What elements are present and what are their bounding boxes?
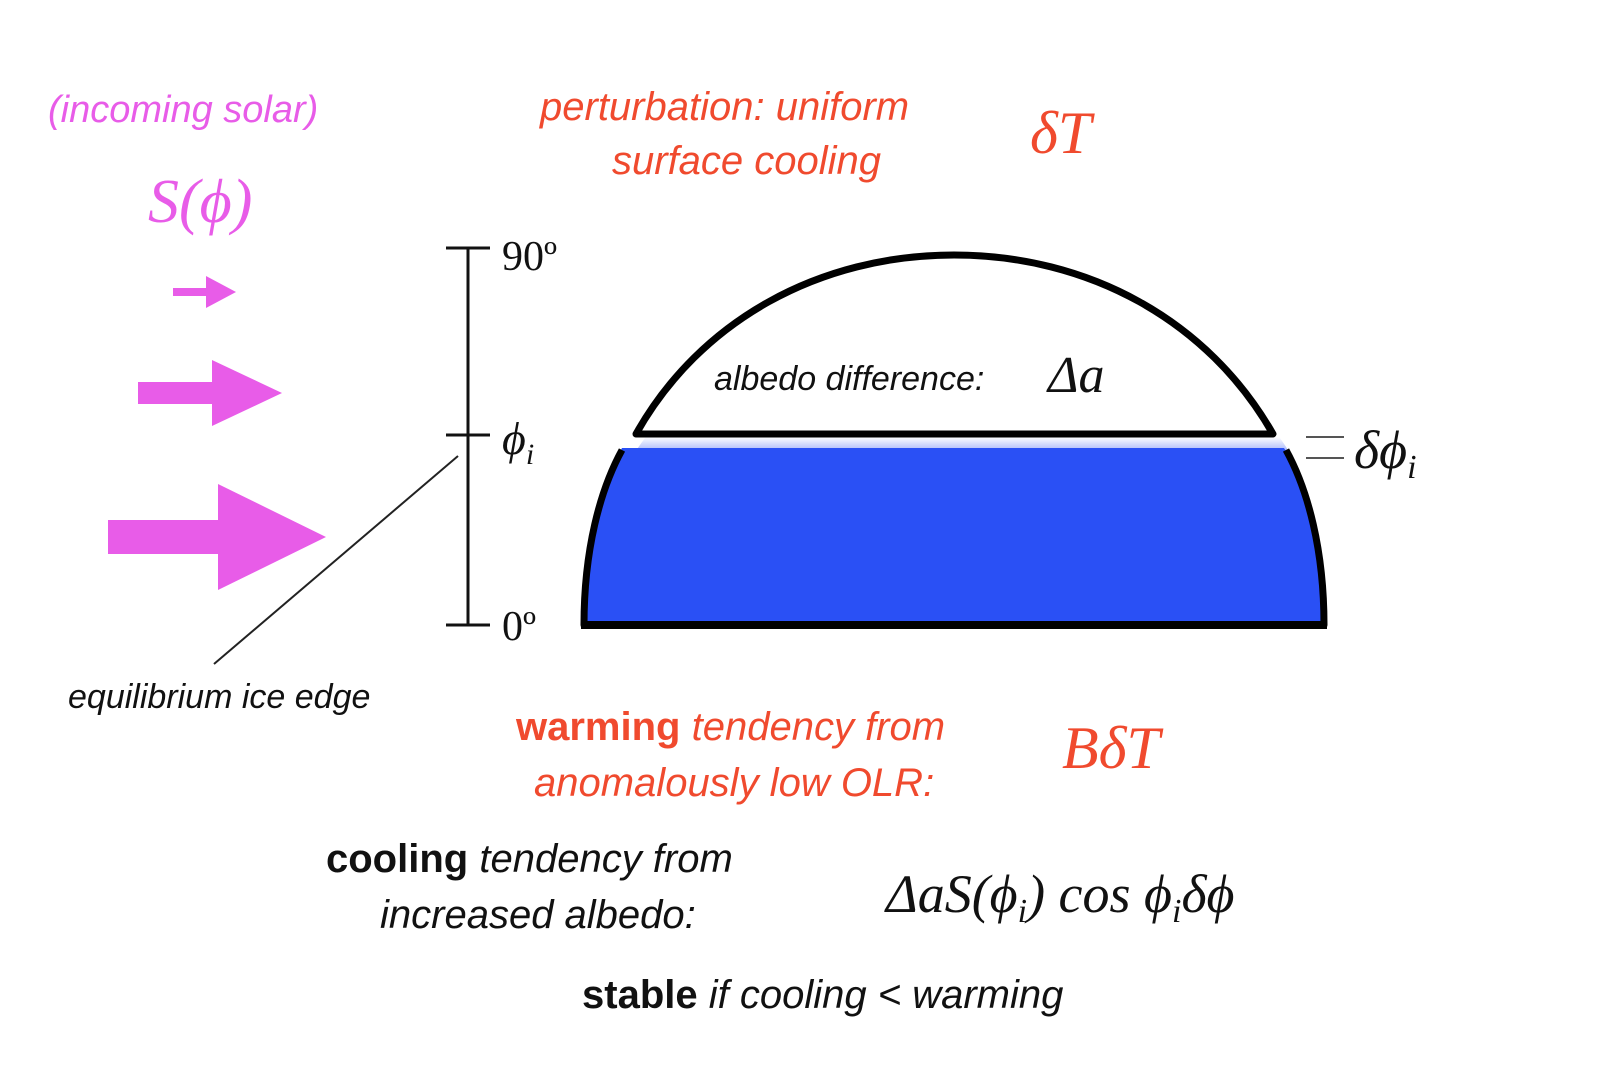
latitude-0-label: 0º [502,604,536,650]
perturbation-line2: surface cooling [612,139,881,183]
perturbation-symbol: δT [1030,100,1095,166]
ice-edge-shift-symbol: δϕi [1354,420,1417,486]
cooling-formula: ΔaS(ϕi) cos ϕiδϕ [884,864,1235,930]
warming-tendency-line1: warming tendency from [515,705,945,749]
solar-symbol: S(ϕ) [148,168,252,236]
solar-arrow-small-icon [173,276,236,308]
ice-edge-shift-band [610,437,1300,471]
solar-arrow-medium-icon [138,360,282,426]
edge-shift-bracket [1306,436,1344,459]
warming-symbol: BδT [1062,715,1164,781]
stability-condition: stable if cooling < warming [582,973,1063,1017]
perturbation-line1: perturbation: uniform [539,85,909,129]
cooling-tendency-line2: increased albedo: [380,893,696,937]
albedo-difference-symbol: Δa [1046,347,1105,404]
equilibrium-ice-edge-label: equilibrium ice edge [68,678,370,716]
cooling-tendency-line1: cooling tendency from [326,837,733,881]
hemisphere [580,251,1328,629]
incoming-solar-label: (incoming solar) [48,89,318,131]
latitude-axis [446,246,490,627]
ice-cap-outline [632,251,1277,438]
ice-free-region [584,448,1324,625]
latitude-90-label: 90º [502,234,557,280]
warming-tendency-line2: anomalously low OLR: [534,761,934,805]
solar-arrow-large-icon [108,484,326,590]
ice-edge-pointer [213,455,459,665]
ice-edge-latitude-label: ϕi [502,413,534,471]
albedo-difference-label: albedo difference: [714,360,984,398]
